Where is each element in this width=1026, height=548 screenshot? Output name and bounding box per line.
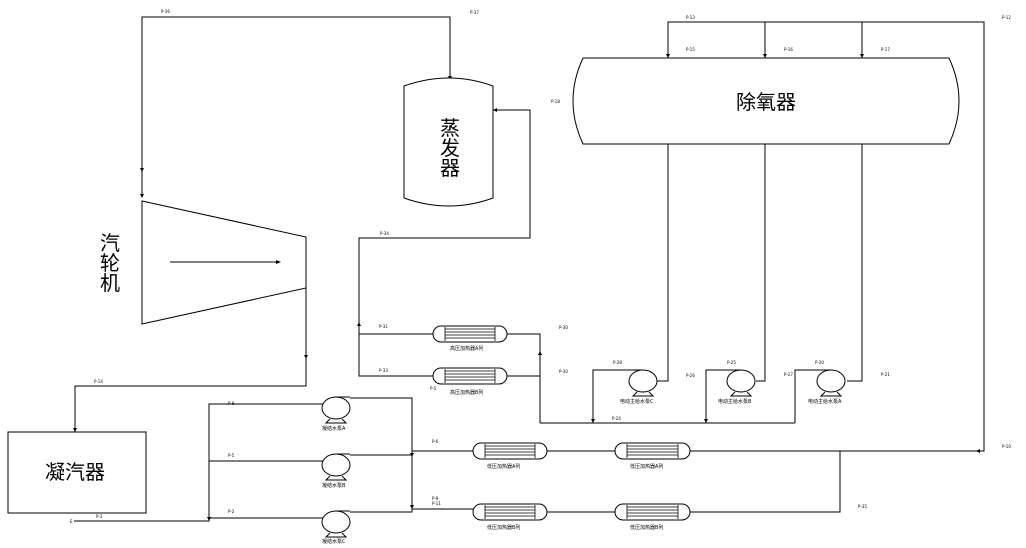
pipe-label: P-33	[379, 368, 388, 373]
pipe-labels: P-36 P-37 P-13 P-12 P-15 P-16 P-17 P-18 …	[70, 9, 1011, 524]
pipe-label: P-10	[1002, 444, 1011, 449]
condenser-label: 凝汽器	[45, 460, 105, 484]
steam-generator-body	[403, 77, 494, 207]
pipe-label: P-5	[430, 386, 437, 391]
pipe-p25	[705, 369, 728, 423]
pipe-p28	[592, 369, 630, 423]
pipe-label: P-35	[858, 504, 867, 509]
condensate-pump-b-label: 凝结水泵B	[322, 482, 346, 489]
pipe-label: E	[70, 519, 73, 524]
pipe-exhaust	[74, 288, 307, 432]
condensate-pump-a: 凝结水泵A	[321, 396, 351, 432]
pipe-label: P-24	[612, 416, 621, 421]
piping	[74, 16, 985, 522]
pipe-label: P-14	[94, 379, 103, 384]
pipe-p2	[74, 403, 323, 522]
steam-turbine: 汽轮机	[100, 200, 307, 325]
pipe-label: P-6	[432, 439, 439, 444]
steam-generator: 蒸发器	[403, 77, 494, 207]
pipe-label: P-17	[881, 47, 890, 52]
pipe-label: P-5	[228, 453, 235, 458]
lp-heater-b2-label: 低压加热器B列	[630, 524, 663, 531]
turbine-label: 汽轮机	[100, 231, 120, 295]
condenser-body	[7, 431, 147, 514]
pipe-p27	[794, 369, 817, 423]
condensate-pump-b: 凝结水泵B	[321, 453, 351, 489]
deaerator-label: 除氧器	[736, 90, 796, 114]
pipe-p33	[358, 334, 433, 377]
condensate-pump-a-label: 凝结水泵A	[322, 425, 346, 432]
pipe-label: P-3	[96, 514, 103, 519]
pipe-label: P-20	[815, 360, 824, 365]
pipe-label: P-16	[784, 47, 793, 52]
pipe-label: P-9	[432, 496, 439, 501]
pipe-label: P-28	[613, 360, 622, 365]
pipe-label: P-8	[228, 401, 235, 406]
condensate-pump-c: 凝结水泵C	[321, 510, 351, 545]
fw-pump-c: 电动主给水泵C	[620, 369, 658, 405]
pipe-deaerator-to-fwpump-a	[847, 144, 863, 382]
pipe-label: P-26	[686, 373, 695, 378]
hp-heater-b: 高压加热器B列	[432, 367, 508, 396]
pipe-label: P-34	[380, 231, 389, 236]
pipe-label: P-30	[559, 369, 568, 374]
hp-heater-a: 高压加热器A列	[432, 325, 508, 352]
lp-heater-a2-label: 低压加热器A列	[630, 463, 663, 470]
pipe-label: P-11	[432, 501, 441, 506]
pipe-label: P-31	[379, 324, 388, 329]
pipe-deaerator-to-fwpump-c	[655, 144, 669, 382]
pipe-p31	[358, 109, 531, 335]
pipe-label: P-18	[551, 99, 560, 104]
turbine-flow-arrow	[276, 260, 281, 264]
fw-pump-b-label: 电动主给水泵B	[718, 398, 752, 405]
pipe-label: P-30	[559, 325, 568, 330]
lp-heater-a1: 低压加热器A列	[472, 442, 548, 470]
pipe-label: P-37	[470, 10, 479, 15]
pipe-label: P-27	[784, 372, 793, 377]
condenser: 凝汽器	[7, 431, 147, 514]
hp-heater-a-label: 高压加热器A列	[450, 345, 483, 352]
pipe-label: P-36	[161, 9, 170, 14]
pipe-label: P-15	[686, 47, 695, 52]
condensate-pump-c-label: 凝结水泵C	[322, 538, 346, 545]
hp-heater-b-label: 高压加热器B列	[450, 389, 483, 396]
fw-pump-a: 电动主给水泵A	[808, 369, 846, 405]
steam-generator-label: 蒸发器	[440, 116, 460, 180]
lp-heater-b2: 低压加热器B列	[614, 503, 691, 531]
fw-pump-a-label: 电动主给水泵A	[808, 398, 842, 405]
lp-heater-b1-label: 低压加热器B列	[487, 524, 520, 531]
pipe-p35	[690, 451, 841, 513]
pipe-p36-p37	[141, 16, 451, 197]
pipe-p12	[690, 92, 985, 452]
pipe-p30-hp-a	[507, 333, 541, 352]
fw-pump-c-label: 电动主给水泵C	[620, 398, 654, 405]
fw-pump-b: 电动主给水泵B	[718, 369, 756, 405]
pipe-label: P-2	[228, 509, 235, 514]
pipe-label: P-21	[881, 372, 890, 377]
pipe-p13-header	[667, 21, 985, 92]
lp-heater-b1: 低压加热器B列	[472, 503, 548, 531]
pipe-label: P-13	[686, 15, 695, 20]
pipe-deaerator-to-fwpump-b	[756, 144, 766, 382]
lp-heater-a1-label: 低压加热器A列	[487, 463, 520, 470]
pipe-label: P-12	[1002, 15, 1011, 20]
deaerator-body	[572, 57, 960, 145]
deaerator: 除氧器	[572, 57, 960, 145]
pipe-label: P-25	[727, 360, 736, 365]
lp-heater-a2: 低压加热器A列	[614, 442, 691, 470]
